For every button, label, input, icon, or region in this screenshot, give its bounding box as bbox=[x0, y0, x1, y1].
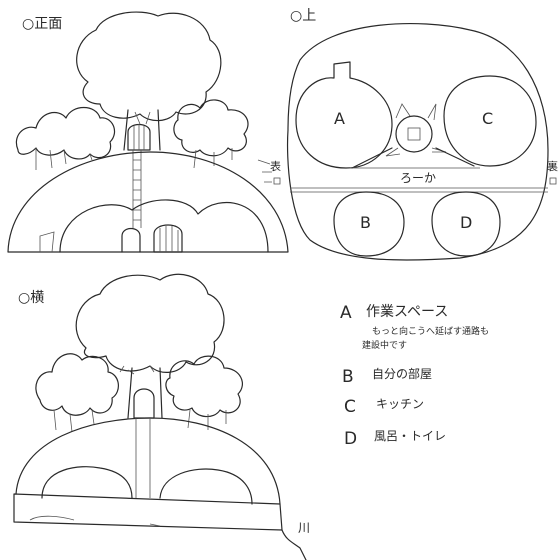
plan-front-label: 表 bbox=[270, 159, 281, 173]
plan-room-a bbox=[295, 61, 393, 169]
front-small-trees-left bbox=[15, 106, 115, 160]
legend-a-key: A bbox=[340, 303, 352, 323]
front-arches bbox=[59, 199, 269, 253]
side-small-trees-left bbox=[35, 353, 119, 416]
front-view-label: ○正面 bbox=[22, 16, 62, 32]
plan-room-b bbox=[333, 191, 405, 257]
plan-room-b-letter: B bbox=[360, 213, 371, 232]
plan-view-label: ○上 bbox=[290, 8, 316, 24]
legend: A 作業スペース もっと向こうへ延ばす通路も 建設中です B 自分の部屋 C キ… bbox=[340, 303, 489, 449]
legend-b-key: B bbox=[342, 367, 354, 387]
front-small-trees-right bbox=[173, 99, 249, 157]
side-dome bbox=[15, 417, 281, 505]
front-dome bbox=[7, 151, 289, 253]
plan-room-c bbox=[443, 75, 537, 167]
plan-room-a-letter: A bbox=[334, 109, 345, 128]
side-tree-trunk bbox=[127, 367, 163, 419]
front-door-right bbox=[153, 224, 183, 253]
side-small-trees-right bbox=[165, 355, 243, 418]
plan-view: ○上 ろーか A C B D 表 裏 bbox=[257, 8, 558, 261]
front-tree-trunk bbox=[123, 109, 161, 151]
legend-c-key: C bbox=[344, 397, 356, 417]
legend-d-key: D bbox=[344, 429, 357, 449]
legend-b-text: 自分の部屋 bbox=[372, 366, 432, 381]
plan-branch-links bbox=[351, 147, 475, 169]
front-tree-door bbox=[127, 123, 151, 151]
plan-outline bbox=[286, 22, 549, 261]
legend-a-note-2: 建設中です bbox=[362, 339, 407, 351]
side-tree-door bbox=[133, 388, 155, 419]
front-door-left bbox=[121, 227, 141, 253]
plan-corridor-label: ろーか bbox=[400, 171, 436, 185]
plan-room-c-letter: C bbox=[482, 109, 493, 128]
front-tree-canopy bbox=[76, 11, 222, 122]
legend-d-text: 風呂・トイレ bbox=[374, 429, 446, 443]
plan-back-label: 裏 bbox=[547, 159, 558, 173]
plan-room-d bbox=[431, 191, 501, 257]
plan-trunk bbox=[395, 115, 433, 153]
side-tree-canopy bbox=[75, 273, 225, 373]
legend-a-text: 作業スペース bbox=[366, 304, 448, 320]
side-shaft bbox=[135, 418, 151, 498]
legend-c-text: キッチン bbox=[376, 397, 424, 411]
plan-corridor bbox=[290, 187, 548, 193]
side-river-label: 川 bbox=[298, 521, 310, 535]
side-ground-band bbox=[13, 493, 283, 531]
side-view: ○横 川 bbox=[13, 273, 310, 560]
legend-a-note-1: もっと向こうへ延ばす通路も bbox=[372, 325, 489, 337]
side-river-bank bbox=[281, 529, 307, 560]
side-view-label: ○横 bbox=[18, 290, 44, 306]
side-room-left bbox=[41, 466, 133, 499]
side-room-right bbox=[159, 468, 253, 505]
plan-room-d-letter: D bbox=[460, 213, 472, 232]
front-ladder bbox=[132, 150, 142, 228]
front-view: ○正面 bbox=[7, 11, 289, 253]
